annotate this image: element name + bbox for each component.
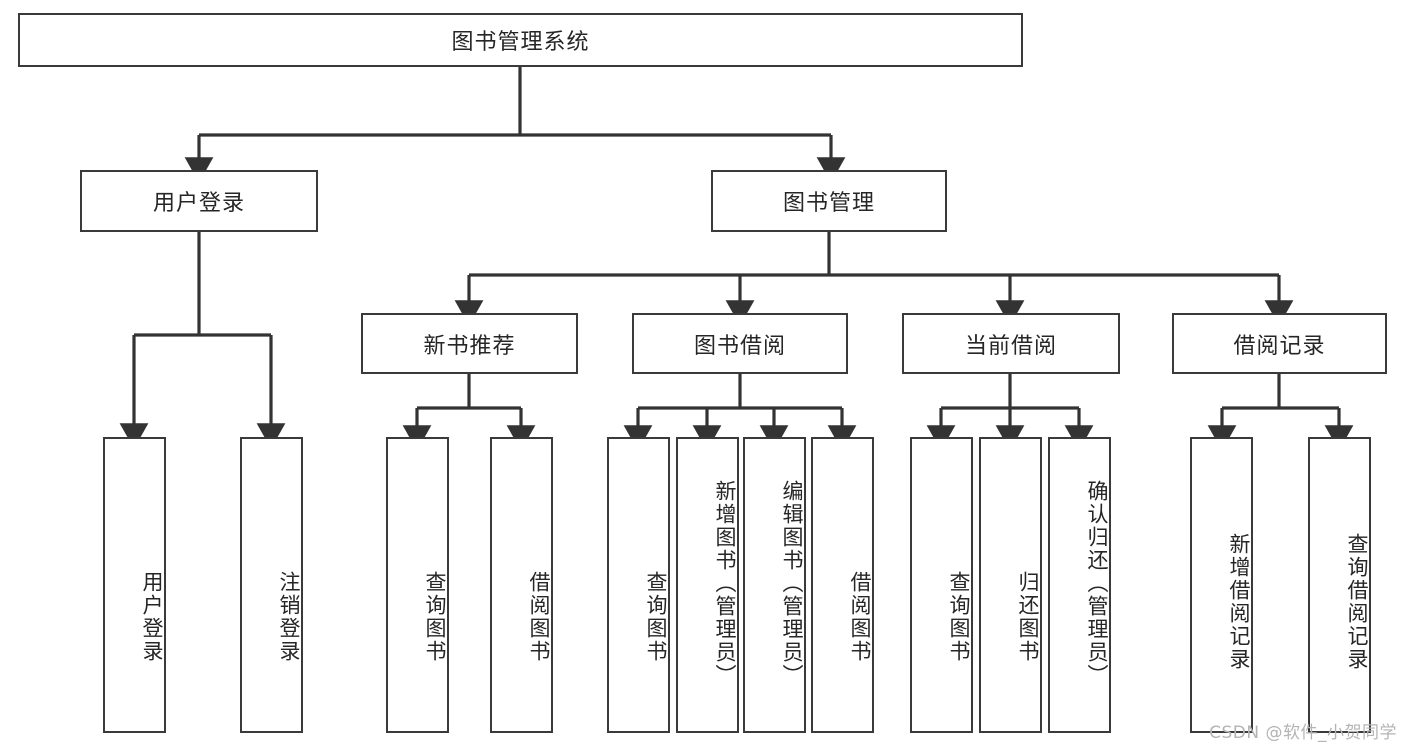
leaf-borrow-book[interactable]: 借阅图书 [811,437,874,733]
node-label: 用户登录 [140,571,164,663]
node-label: 图书管理系统 [451,30,590,55]
node-label: 查询图书 [947,571,971,663]
leaf-user-login[interactable]: 用户登录 [103,437,166,733]
node-borrow-record[interactable]: 借阅记录 [1172,313,1387,374]
leaf-query-book-borrow[interactable]: 查询图书 [607,437,670,733]
node-label: 新书推荐 [423,333,516,359]
leaf-add-borrow-record[interactable]: 新增借阅记录 [1190,437,1253,733]
node-label: 归还图书 [1016,571,1040,663]
node-user-login[interactable]: 用户登录 [80,170,318,232]
node-label: 当前借阅 [964,333,1057,359]
leaf-return-book[interactable]: 归还图书 [979,437,1042,733]
leaf-borrow-book-recommend[interactable]: 借阅图书 [490,437,553,733]
node-root-system[interactable]: 图书管理系统 [18,13,1023,67]
node-label: 注销登录 [277,571,301,663]
node-label: 查询借阅记录 [1345,533,1369,671]
node-label: 新增图书（管理员） [713,479,737,687]
node-label: 用户登录 [152,191,245,216]
leaf-logout[interactable]: 注销登录 [240,437,303,733]
node-label: 借阅记录 [1233,333,1326,359]
node-new-book-recommend[interactable]: 新书推荐 [361,313,578,374]
node-label: 借阅图书 [527,571,551,663]
node-book-borrow[interactable]: 图书借阅 [632,313,848,374]
leaf-query-book-recommend[interactable]: 查询图书 [386,437,449,733]
node-label: 查询图书 [644,571,668,663]
node-book-management[interactable]: 图书管理 [711,170,947,232]
node-label: 确认归还（管理员） [1085,479,1109,687]
node-label: 借阅图书 [848,571,872,663]
leaf-query-book-current[interactable]: 查询图书 [910,437,973,733]
node-label: 查询图书 [423,571,447,663]
node-label: 图书管理 [782,191,875,216]
leaf-edit-book-admin[interactable]: 编辑图书（管理员） [743,437,806,733]
node-label: 图书借阅 [693,333,786,359]
leaf-add-book-admin[interactable]: 新增图书（管理员） [676,437,739,733]
node-current-borrow[interactable]: 当前借阅 [902,313,1120,374]
leaf-query-borrow-record[interactable]: 查询借阅记录 [1308,437,1371,733]
node-label: 新增借阅记录 [1227,533,1251,671]
csdn-watermark: CSDN @软件_小贺同学 [1209,723,1397,743]
node-label: 编辑图书（管理员） [780,479,804,687]
leaf-confirm-return-admin[interactable]: 确认归还（管理员） [1048,437,1111,733]
